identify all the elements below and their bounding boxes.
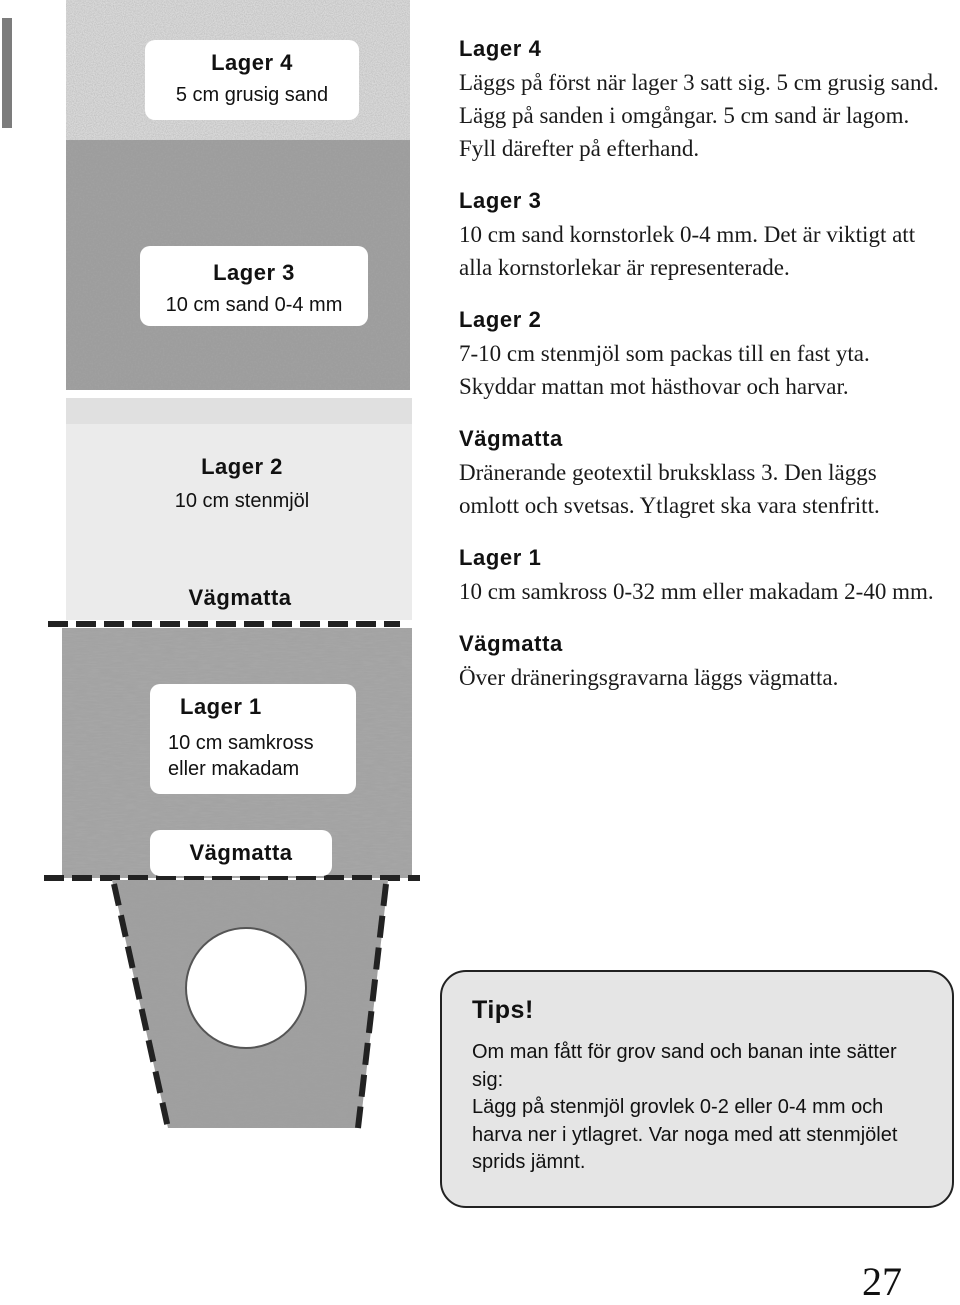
lower-mat-label-text: Vägmatta [189, 840, 293, 865]
layer4-label-sub: 5 cm grusig sand [175, 84, 329, 106]
upper-mat-label: Vägmatta [188, 585, 292, 610]
section-body: 10 cm samkross 0-32 mm eller makadam 2-4… [459, 579, 934, 604]
trench-left-wall [111, 883, 171, 1129]
section-lager2: Lager 2 7-10 cm stenmjöl som packas till… [459, 307, 939, 403]
section-title: Lager 4 [459, 36, 542, 61]
drain-pipe [185, 927, 307, 1049]
section-lager3: Lager 3 10 cm sand kornstorlek 0-4 mm. D… [459, 188, 939, 284]
layer1-label-sub-line1: 10 cm samkross [168, 732, 314, 754]
section-title: Lager 2 [459, 307, 542, 332]
section-title: Lager 3 [459, 188, 542, 213]
layer2-fill [66, 398, 412, 620]
trench-right-wall [355, 883, 389, 1129]
layer-cross-section-diagram: Lager 4 5 cm grusig sand Lager 3 10 cm s… [0, 0, 440, 1140]
section-title: Vägmatta [459, 631, 563, 656]
section-lager4: Lager 4 Läggs på först när lager 3 satt … [459, 36, 939, 165]
section-body: Över dräneringsgravarna läggs vägmatta. [459, 665, 839, 690]
tips-title: Tips! [472, 996, 534, 1024]
layer4-label: Lager 4 5 cm grusig sand [145, 40, 359, 120]
layer4-label-title: Lager 4 [211, 50, 293, 75]
tips-line1: Om man fått för grov sand och banan inte… [472, 1041, 897, 1091]
layer2-label-title: Lager 2 [201, 454, 283, 479]
section-vagmatta-upper: Vägmatta Dränerande geotextil bruksklass… [459, 426, 939, 522]
cross-section-graphic [44, 0, 420, 1129]
section-body: Läggs på först när lager 3 satt sig. 5 c… [459, 70, 939, 161]
section-body: 7-10 cm stenmjöl som packas till en fast… [459, 341, 870, 399]
tips-box: Tips! Om man fått för grov sand och bana… [440, 970, 954, 1208]
layer3-label-title: Lager 3 [213, 260, 295, 285]
section-title: Lager 1 [459, 545, 542, 570]
layer3-label: Lager 3 10 cm sand 0-4 mm [140, 246, 368, 326]
layer1-label-title: Lager 1 [180, 694, 262, 719]
tips-line2: Lägg på stenmjöl grovlek 0-2 eller 0-4 m… [472, 1096, 898, 1173]
section-lager1: Lager 1 10 cm samkross 0-32 mm eller mak… [459, 545, 939, 608]
page-number: 27 [862, 1259, 902, 1304]
section-body: Dränerande geotextil bruksklass 3. Den l… [459, 460, 880, 518]
page-edge-marker [2, 18, 12, 128]
lower-mat-label: Vägmatta [150, 830, 332, 876]
layer1-label: Lager 1 10 cm samkross eller makadam [150, 684, 356, 794]
layer-descriptions: Lager 4 Läggs på först när lager 3 satt … [459, 36, 939, 717]
section-title: Vägmatta [459, 426, 563, 451]
section-body: 10 cm sand kornstorlek 0-4 mm. Det är vi… [459, 222, 916, 280]
layer3-label-sub: 10 cm sand 0-4 mm [165, 294, 343, 316]
layer2-label-sub: 10 cm stenmjöl [174, 490, 310, 512]
section-vagmatta-lower: Vägmatta Över dräneringsgravarna läggs v… [459, 631, 939, 694]
layer1-label-sub-line2: eller makadam [168, 758, 300, 780]
